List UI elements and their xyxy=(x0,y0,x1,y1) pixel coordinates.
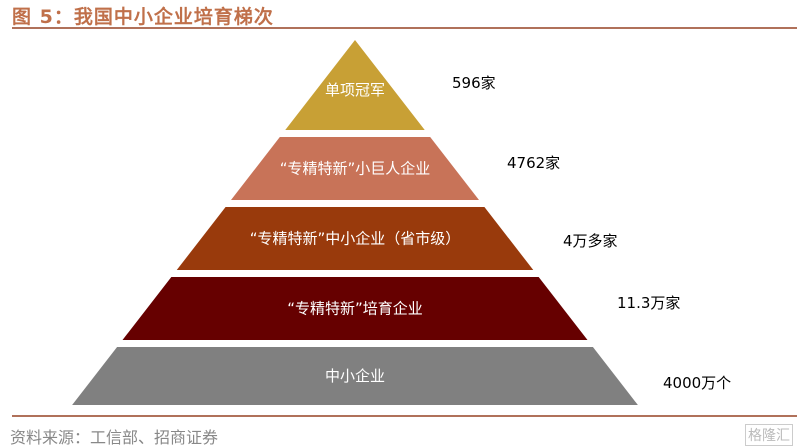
figure-title: 图 5：我国中小企业培育梯次 xyxy=(12,6,274,28)
level-count: 11.3万家 xyxy=(617,294,681,312)
pyramid-level-2 xyxy=(231,137,479,200)
level-count: 596家 xyxy=(452,74,496,92)
level-count: 4万多家 xyxy=(563,232,618,250)
level-name: “专精特新”中小企业（省市级） xyxy=(250,230,461,248)
level-name: 中小企业 xyxy=(325,367,385,385)
title-divider xyxy=(12,27,797,29)
pyramid-level-4 xyxy=(122,277,588,340)
source-note: 资料来源：工信部、招商证券 xyxy=(10,428,219,447)
level-count: 4762家 xyxy=(507,154,561,172)
level-name: “专精特新”培育企业 xyxy=(287,300,423,318)
level-count: 4000万个 xyxy=(663,374,732,392)
watermark-logo: 格隆汇 xyxy=(745,424,793,446)
pyramid-level-5 xyxy=(72,347,638,405)
pyramid-level-1 xyxy=(285,40,425,130)
level-name: 单项冠军 xyxy=(325,81,385,99)
pyramid-level-3 xyxy=(176,207,534,270)
level-name: “专精特新”小巨人企业 xyxy=(280,160,431,178)
footer-divider xyxy=(12,415,797,417)
